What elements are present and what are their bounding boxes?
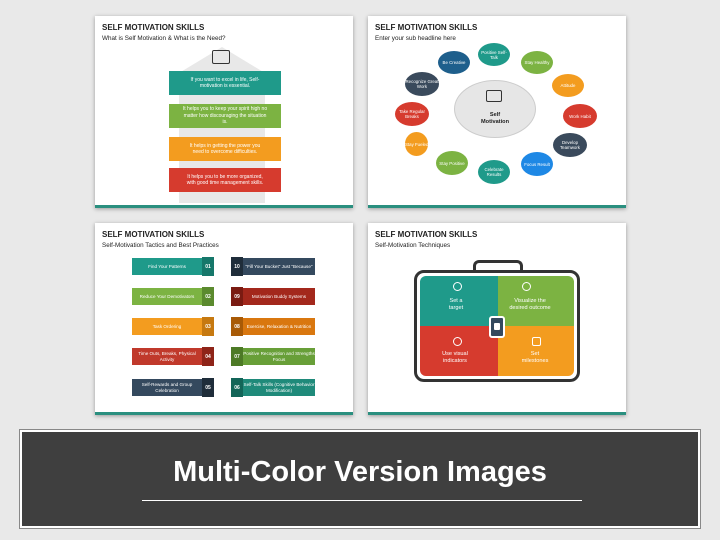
briefcase-handle [473,260,523,274]
tactic-number: 01 [202,257,214,276]
tactic-number: 06 [231,378,243,397]
tactic-number: 10 [231,257,243,276]
ribbon-text: It helps you to keep your spirit high no… [182,106,268,126]
bubble-stay-positive: Stay Positive [435,150,469,176]
tactic-number: 08 [231,317,243,336]
ribbon-text: If you want to excel in life, Self-motiv… [190,76,260,90]
bubble-recognize-great-work: Recognize Great Work [404,71,440,97]
ribbon-4: It helps you to be more organized, with … [169,168,281,192]
banner-title: Multi-Color Version Images [173,456,547,488]
tactic-number: 09 [231,287,243,306]
tactic-right-7: Positive Recognition and Strengths Focus [243,348,315,365]
person-writing-icon [212,50,230,64]
tactic-number: 05 [202,378,214,397]
quadrant-visualize [498,276,574,326]
quad-label-visualize: Visualize the desired outcome [509,298,551,311]
tactic-right-10: "Fill Your Bucket" Just "Because" [243,258,315,275]
quadrant-milestones [498,326,574,376]
slide-self-motivation-cycle[interactable]: SELF MOTIVATION SKILLS Enter your sub he… [368,16,626,208]
ribbon-text: It helps you to be more organized, with … [186,173,264,187]
tactic-left-2: Reduce Your Demotivators [132,288,202,305]
tactic-number: 04 [202,347,214,366]
slide-title: SELF MOTIVATION SKILLS [375,230,478,239]
slide-tactics-best-practices[interactable]: SELF MOTIVATION SKILLS Self-Motivation T… [95,223,353,415]
tactic-number: 07 [231,347,243,366]
lock-icon [494,323,500,330]
tactic-left-5: Self-Rewards and Group Celebration [132,379,202,396]
slide-subtitle: Self-Motivation Techniques [375,242,451,249]
bubble-work-habit: Work Habit [562,103,598,129]
tactic-right-6: Self-Talk Skills (Cognitive Behavior Mod… [243,379,315,396]
tactic-number: 03 [202,317,214,336]
bubble-stay-healthy: Stay Healthy [520,50,554,75]
milestone-icon [532,337,541,346]
tactic-right-9: Motivation Buddy Systems [243,288,315,305]
bubble-be-creative: Be Creative [437,50,471,75]
tactic-right-8: Exercise, Relaxation & Nutrition [243,318,315,335]
quad-label-milestones: Set milestones [521,351,549,364]
slide-what-is-self-motivation[interactable]: SELF MOTIVATION SKILLS What is Self Moti… [95,16,353,208]
ribbon-2: It helps you to keep your spirit high no… [169,104,281,128]
slide-subtitle: Enter your sub headline here [375,35,456,42]
bubble-take-regular-breaks: Take Regular Breaks [394,101,430,127]
bubble-positive-self-talk: Positive Self-Talk [477,42,511,67]
bubble-celebrate-results: Celebrate Results [477,159,511,185]
slide-techniques-briefcase[interactable]: SELF MOTIVATION SKILLS Self-Motivation T… [368,223,626,415]
slide-title: SELF MOTIVATION SKILLS [375,23,478,32]
gauge-icon [453,337,462,346]
tactic-left-3: Task Ordering [132,318,202,335]
quad-label-visual-indicators: Use visual indicators [442,351,468,364]
person-writing-icon [486,90,502,102]
compass-icon [522,282,531,291]
tactic-left-1: Find Your Patterns [132,258,202,275]
slide-title: SELF MOTIVATION SKILLS [102,230,205,239]
slide-subtitle: What is Self Motivation & What is the Ne… [102,35,226,42]
slide-subtitle: Self-Motivation Tactics and Best Practic… [102,242,219,249]
bubble-develop-teamwork: Develop Teamwork [552,132,588,158]
target-icon [453,282,462,291]
banner-underline [142,500,582,501]
bubble-stay-fueled: Stay Fueled [404,131,430,157]
slide-title: SELF MOTIVATION SKILLS [102,23,205,32]
bubble-focus-result: Focus Result [520,151,554,177]
tactic-left-4: Time Outs, Breaks, Physical Activity [132,348,202,365]
bottom-banner: Multi-Color Version Images [19,429,701,529]
center-circle [454,80,536,138]
ribbon-1: If you want to excel in life, Self-motiv… [169,71,281,95]
ribbon-3: It helps in getting the power you need t… [169,137,281,161]
quad-label-set-target: Set a target [448,298,464,311]
tactic-number: 02 [202,287,214,306]
quadrant-visual-indicators [420,326,498,376]
bubble-attitude: Attitude [551,73,585,98]
center-label: Self Motivation [481,112,509,125]
ribbon-text: It helps in getting the power you need t… [189,142,261,156]
